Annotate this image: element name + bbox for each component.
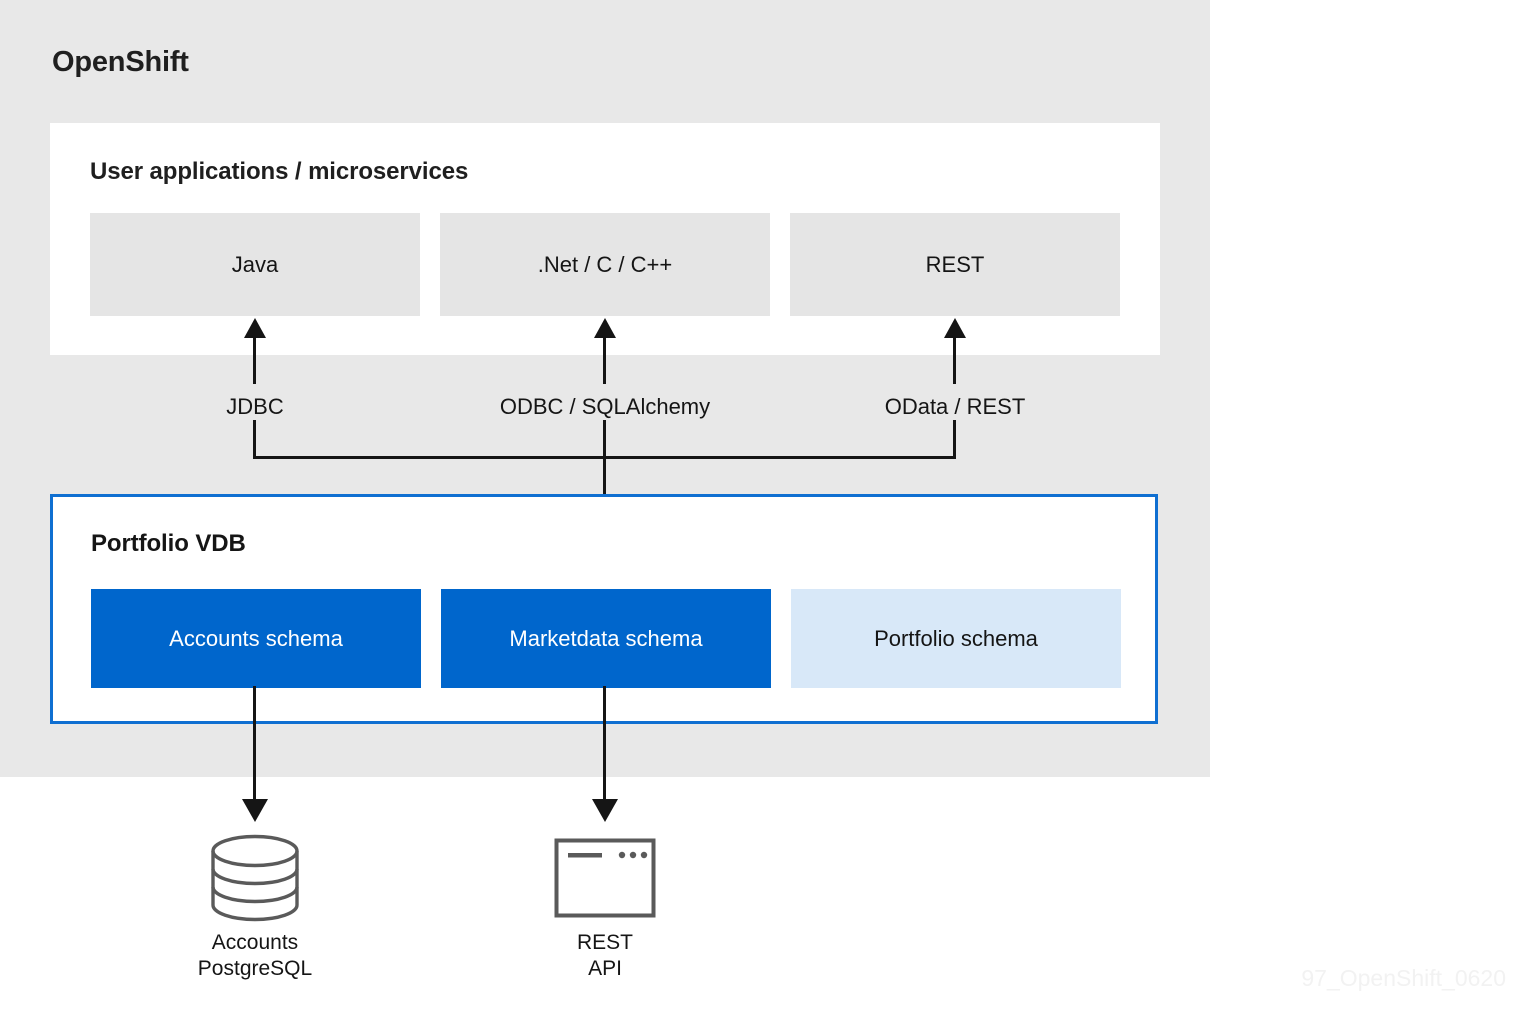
connector-line-odata-lower bbox=[953, 420, 956, 459]
schema-box-portfolio[interactable]: Portfolio schema bbox=[791, 589, 1121, 688]
connector-label-jdbc: JDBC bbox=[217, 394, 293, 420]
rest-api-window-icon bbox=[554, 838, 656, 918]
watermark: 97_OpenShift_0620 bbox=[1301, 965, 1506, 991]
connector-bus-line bbox=[253, 456, 956, 459]
portfolio-vdb-panel: Portfolio VDB Accounts schema Marketdata… bbox=[50, 494, 1158, 724]
schema-box-accounts[interactable]: Accounts schema bbox=[91, 589, 421, 688]
source-line-accounts bbox=[253, 686, 256, 804]
app-box-rest[interactable]: REST bbox=[790, 213, 1120, 316]
app-box-java[interactable]: Java bbox=[90, 213, 420, 316]
arrowhead-up-jdbc bbox=[244, 318, 266, 338]
arrowhead-up-odata bbox=[944, 318, 966, 338]
source-label-rest-api: REST API bbox=[576, 931, 634, 980]
database-icon bbox=[209, 834, 301, 922]
source-line-marketdata bbox=[603, 686, 606, 804]
connector-line-odata-upper bbox=[953, 336, 956, 384]
connector-line-odbc-upper bbox=[603, 336, 606, 384]
connector-label-odata: OData / REST bbox=[875, 394, 1035, 420]
connector-line-jdbc-upper bbox=[253, 336, 256, 384]
connector-label-odbc: ODBC / SQLAlchemy bbox=[490, 394, 720, 420]
arrowhead-up-odbc bbox=[594, 318, 616, 338]
schema-box-marketdata[interactable]: Marketdata schema bbox=[441, 589, 771, 688]
portfolio-vdb-title: Portfolio VDB bbox=[91, 530, 246, 557]
user-applications-title: User applications / microservices bbox=[90, 158, 469, 185]
source-label-accounts-postgresql: Accounts PostgreSQL bbox=[197, 931, 313, 980]
arrowhead-down-accounts bbox=[242, 799, 268, 822]
connector-line-jdbc-lower bbox=[253, 420, 256, 459]
openshift-title: OpenShift bbox=[52, 46, 189, 78]
app-box-dotnet-c-cpp[interactable]: .Net / C / C++ bbox=[440, 213, 770, 316]
arrowhead-down-marketdata bbox=[592, 799, 618, 822]
